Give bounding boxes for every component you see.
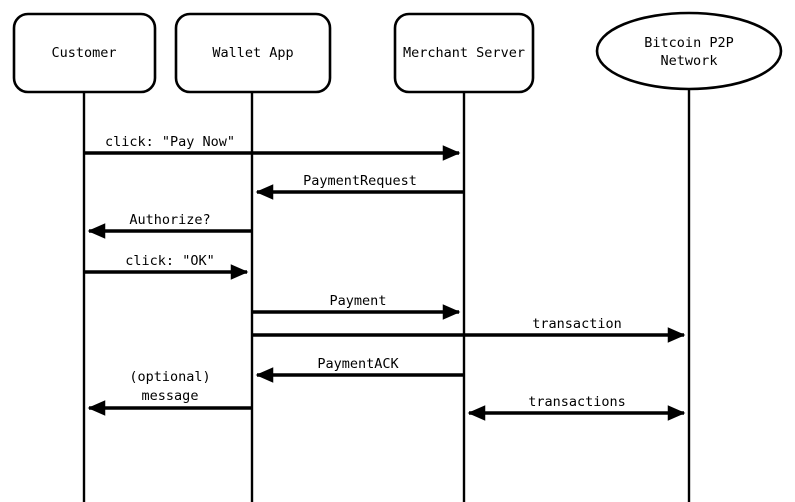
participant-customer[interactable]: Customer (12, 12, 157, 94)
participant-label-network-line1: Bitcoin P2P (644, 35, 733, 51)
participant-box-merchant[interactable] (393, 12, 535, 94)
message-click-pay-now[interactable]: click: "Pay Now" (84, 134, 461, 161)
message-label-click-pay-now: click: "Pay Now" (105, 134, 235, 150)
lifelines-group (82, 89, 691, 502)
message-authorize[interactable]: Authorize? (87, 212, 252, 239)
message-label-optional-message-line1: (optional) (129, 369, 210, 385)
participant-label-network-line2: Network (661, 53, 718, 69)
message-payment-ack[interactable]: PaymentACK (255, 356, 464, 383)
participant-network[interactable]: Bitcoin P2P Network (595, 11, 783, 91)
participant-merchant[interactable]: Merchant Server (393, 12, 535, 94)
participant-ellipse-network[interactable] (595, 11, 783, 91)
message-payment[interactable]: Payment (252, 293, 461, 320)
message-transaction[interactable]: transaction (252, 316, 686, 343)
message-label-transaction: transaction (532, 316, 621, 332)
participant-box-customer[interactable] (12, 12, 157, 94)
message-click-ok[interactable]: click: "OK" (84, 253, 249, 280)
message-label-transactions: transactions (528, 394, 626, 410)
message-label-payment: Payment (330, 293, 387, 309)
participant-label-wallet: Wallet App (212, 45, 293, 61)
message-label-click-ok: click: "OK" (125, 253, 214, 269)
message-payment-request[interactable]: PaymentRequest (255, 173, 464, 200)
message-transactions[interactable]: transactions (467, 394, 686, 421)
participant-box-wallet[interactable] (174, 12, 332, 94)
message-label-payment-ack: PaymentACK (317, 356, 399, 372)
participant-label-merchant: Merchant Server (403, 45, 525, 61)
message-label-optional-message-line2: message (142, 388, 199, 404)
participant-label-customer: Customer (51, 45, 116, 61)
message-label-payment-request: PaymentRequest (303, 173, 417, 189)
participant-wallet[interactable]: Wallet App (174, 12, 332, 94)
message-optional-message[interactable]: (optional) message (87, 369, 252, 416)
message-label-authorize: Authorize? (129, 212, 210, 228)
